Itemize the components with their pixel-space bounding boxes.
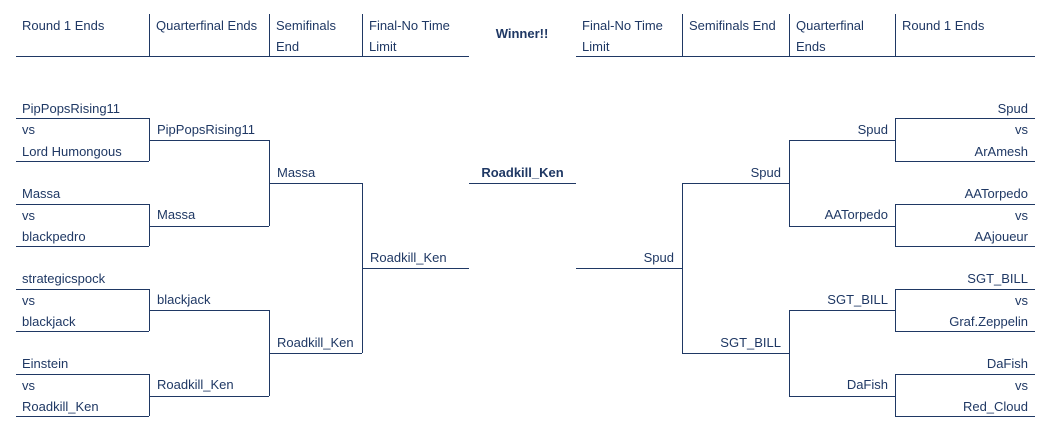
bracket-line <box>789 310 895 311</box>
left-qf-winner: PipPopsRising11 <box>157 122 256 137</box>
left-r1-player-b: Roadkill_Ken <box>22 399 99 414</box>
bracket-line <box>895 118 896 161</box>
left-r1-player-b: Lord Humongous <box>22 144 122 159</box>
bracket-line <box>16 416 149 417</box>
bracket-line <box>16 161 149 162</box>
header-left-semifinal: Semifinals End <box>276 18 336 54</box>
bracket-line <box>269 183 362 184</box>
right-r1-vs: vs <box>1015 378 1028 393</box>
bracket-line <box>576 268 682 269</box>
right-finalist: Spud <box>643 250 674 265</box>
right-qf-winner: DaFish <box>846 377 888 392</box>
bracket-line <box>149 226 269 227</box>
left-r1-player-a: Einstein <box>22 356 69 371</box>
bracket-line <box>682 353 789 354</box>
bracket-line <box>16 118 149 119</box>
bracket-line <box>149 396 269 397</box>
header-divider <box>895 14 896 56</box>
bracket-line <box>16 331 149 332</box>
bracket-line <box>269 353 362 354</box>
bracket-line <box>16 246 149 247</box>
right-qf-winner: Spud <box>857 122 888 137</box>
right-sf-winner: SGT_BILL <box>720 335 781 350</box>
bracket-line <box>895 204 896 246</box>
bracket-line <box>895 289 896 331</box>
header-right-quarterfinal: Quarterfinal Ends <box>796 18 864 54</box>
header-winner: Winner!! <box>495 26 549 41</box>
header-right-final: Final-No Time Limit <box>582 18 663 54</box>
left-sf-winner: Massa <box>277 165 316 180</box>
right-r1-player-b: Red_Cloud <box>962 399 1028 414</box>
header-divider <box>789 14 790 56</box>
right-r1-player-a: AATorpedo <box>964 186 1028 201</box>
bracket-line <box>895 204 1035 205</box>
bracket-line <box>895 416 1035 417</box>
bracket-line <box>895 161 1035 162</box>
header-underline-right <box>576 56 1035 57</box>
right-r1-vs: vs <box>1015 122 1028 137</box>
right-r1-player-a: SGT_BILL <box>967 271 1028 286</box>
bracket-line <box>789 396 895 397</box>
left-finalist: Roadkill_Ken <box>370 250 447 265</box>
header-divider <box>149 14 150 56</box>
bracket-line <box>16 289 149 290</box>
bracket-line <box>895 246 1035 247</box>
left-r1-vs: vs <box>22 122 35 137</box>
bracket-line <box>469 183 576 184</box>
bracket-line <box>149 374 150 416</box>
right-r1-vs: vs <box>1015 208 1028 223</box>
bracket-line <box>789 140 790 226</box>
right-r1-player-a: DaFish <box>986 356 1028 371</box>
header-divider <box>362 14 363 56</box>
left-r1-player-a: strategicspock <box>22 271 106 286</box>
left-qf-winner: Massa <box>157 207 196 222</box>
header-right-round1: Round 1 Ends <box>902 18 985 33</box>
bracket-line <box>149 118 150 161</box>
right-qf-winner: AATorpedo <box>824 207 888 222</box>
bracket-line <box>682 183 683 353</box>
left-r1-player-a: PipPopsRising11 <box>22 101 121 116</box>
right-r1-player-a: Spud <box>997 101 1028 116</box>
left-r1-player-b: blackpedro <box>22 229 86 244</box>
right-qf-winner: SGT_BILL <box>827 292 888 307</box>
right-r1-vs: vs <box>1015 293 1028 308</box>
header-divider <box>269 14 270 56</box>
header-left-final: Final-No Time Limit <box>369 18 450 54</box>
left-r1-vs: vs <box>22 293 35 308</box>
header-underline-left <box>16 56 469 57</box>
bracket-line <box>149 310 269 311</box>
header-divider <box>682 14 683 56</box>
header-left-round1: Round 1 Ends <box>22 18 105 33</box>
bracket-line <box>789 310 790 396</box>
right-r1-player-b: AAjoueur <box>974 229 1028 244</box>
right-r1-player-b: Graf.Zeppelin <box>949 314 1028 329</box>
header-right-semifinal: Semifinals End <box>689 18 776 33</box>
bracket-line <box>682 183 789 184</box>
bracket-line <box>149 140 269 141</box>
header-left-quarterfinal: Quarterfinal Ends <box>156 18 258 33</box>
left-sf-winner: Roadkill_Ken <box>277 335 354 350</box>
bracket-line <box>895 289 1035 290</box>
bracket-line <box>362 268 469 269</box>
bracket-line <box>16 204 149 205</box>
bracket-line <box>789 140 895 141</box>
bracket-line <box>895 374 896 416</box>
bracket-line <box>789 226 895 227</box>
left-qf-winner: Roadkill_Ken <box>157 377 234 392</box>
bracket-line <box>895 374 1035 375</box>
left-r1-player-a: Massa <box>22 186 61 201</box>
right-r1-player-b: ArAmesh <box>974 144 1028 159</box>
left-r1-vs: vs <box>22 378 35 393</box>
bracket-line <box>895 118 1035 119</box>
left-r1-player-b: blackjack <box>22 314 76 329</box>
bracket-line <box>16 374 149 375</box>
left-qf-winner: blackjack <box>157 292 211 307</box>
right-sf-winner: Spud <box>750 165 781 180</box>
bracket-line <box>149 204 150 246</box>
champion-name: Roadkill_Ken <box>481 165 564 180</box>
bracket-line <box>895 331 1035 332</box>
left-r1-vs: vs <box>22 208 35 223</box>
